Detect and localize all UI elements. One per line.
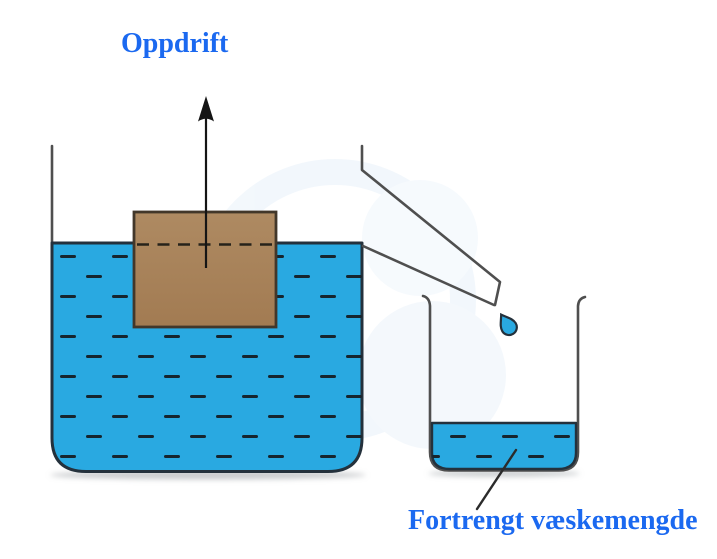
- overflow-spout-lower-edge: [361, 244, 496, 307]
- buoyancy-label: Oppdrift: [121, 28, 229, 59]
- displaced-liquid-label: Fortrengt væskemengde: [408, 505, 698, 536]
- overflow-spout-upper-edge: [360, 144, 502, 307]
- main-container: [50, 144, 502, 473]
- beaker-walls: [421, 294, 587, 472]
- up-arrow-icon: [198, 96, 214, 122]
- water-drop-icon: [499, 312, 518, 337]
- buoyancy-arrow: [198, 96, 214, 268]
- main-water-texture: [52, 243, 362, 472]
- displaced-liquid-pointer-line: [475, 448, 518, 511]
- beaker-water-texture: [432, 423, 576, 469]
- collection-beaker: [421, 294, 587, 472]
